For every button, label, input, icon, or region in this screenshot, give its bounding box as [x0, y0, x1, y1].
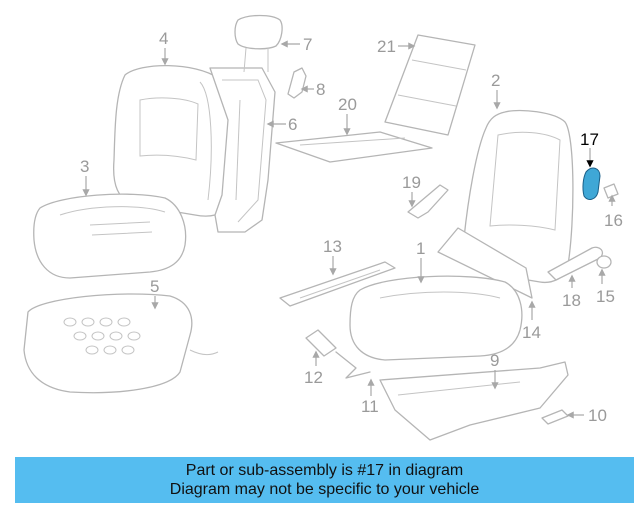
part-6-back-frame[interactable] [209, 67, 276, 233]
callout-15: 15 [596, 287, 615, 306]
callout-labels: 4 7 8 6 3 5 21 20 2 17 16 19 13 1 18 15 … [80, 29, 623, 425]
callout-19: 19 [402, 173, 421, 192]
banner-line-2: Diagram may not be specific to your vehi… [169, 481, 480, 498]
callout-16: 16 [604, 211, 623, 230]
part-12-connector[interactable] [305, 329, 337, 357]
part-16-knob[interactable] [603, 183, 619, 199]
callout-13: 13 [323, 237, 342, 256]
part-10-clip[interactable] [541, 409, 569, 425]
part-2-seat-back-right[interactable] [462, 109, 574, 284]
callout-14: 14 [522, 323, 541, 342]
callout-3: 3 [80, 157, 89, 176]
callout-21: 21 [377, 37, 396, 56]
seat-parts-diagram: 4 7 8 6 3 5 21 20 2 17 16 19 13 1 18 15 … [23, 14, 623, 441]
callout-5: 5 [150, 277, 159, 296]
part-1-seat-cushion-right[interactable] [349, 275, 523, 361]
part-20-cushion-pad[interactable] [275, 131, 433, 163]
callout-9: 9 [490, 351, 499, 370]
callout-4: 4 [159, 29, 168, 48]
part-9-side-shield[interactable] [379, 361, 569, 441]
callout-1: 1 [416, 239, 425, 258]
callout-10: 10 [588, 406, 607, 425]
callout-12: 12 [304, 368, 323, 387]
part-11-wire[interactable] [335, 351, 371, 379]
part-13-slide-rail[interactable] [279, 261, 396, 307]
part-15-handle-knob[interactable] [596, 255, 612, 269]
part-7-headrest[interactable] [234, 14, 283, 73]
callout-17: 17 [580, 130, 599, 149]
callout-2: 2 [491, 71, 500, 90]
part-19-bracket[interactable] [407, 184, 449, 219]
callout-7: 7 [303, 35, 312, 54]
banner-line-1: Part or sub-assembly is #17 in diagram [185, 462, 464, 479]
callout-20: 20 [338, 95, 357, 114]
callout-18: 18 [562, 291, 581, 310]
leader-lines [82, 40, 616, 419]
info-banner: Part or sub-assembly is #17 in diagram D… [15, 457, 634, 503]
part-5-seat-frame[interactable] [23, 293, 219, 394]
part-3-seat-cushion[interactable] [33, 193, 187, 279]
part-17-side-cover[interactable] [582, 167, 601, 200]
part-21-back-panel[interactable] [384, 34, 476, 136]
callout-6: 6 [288, 115, 297, 134]
callout-8: 8 [316, 80, 325, 99]
part-8-headrest-guide[interactable] [287, 67, 307, 99]
callout-11: 11 [361, 397, 379, 416]
